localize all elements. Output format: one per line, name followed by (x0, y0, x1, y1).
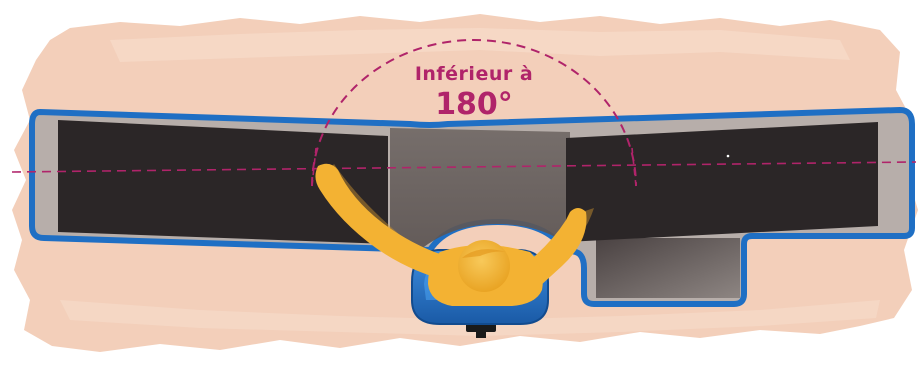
monitor-right (566, 122, 878, 242)
monitor-left (58, 120, 388, 244)
person-top-view-icon (315, 163, 594, 306)
desk-right-extension (596, 238, 740, 298)
horizon-line (11, 161, 917, 173)
annotation-line1: Inférieur à (415, 63, 533, 85)
angle-annotation: Inférieur à 180° (11, 39, 917, 187)
annotation-line2: 180° (435, 87, 513, 122)
desk-center-surface (390, 128, 570, 250)
angle-arc (311, 39, 637, 187)
